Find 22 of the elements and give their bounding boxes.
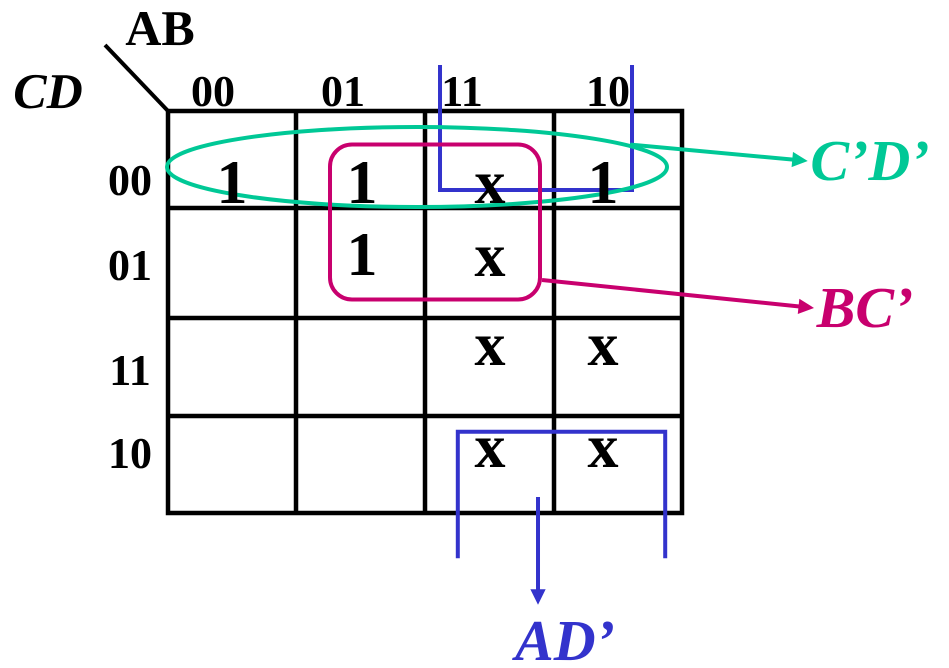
cell-value: x xyxy=(474,438,506,467)
row-header: 10 xyxy=(112,438,150,468)
column-header: 01 xyxy=(322,76,363,106)
row-header: 01 xyxy=(110,250,150,280)
cell-value: x xyxy=(474,248,506,276)
group-term: AD’ xyxy=(512,621,613,660)
group-term: BC’ xyxy=(816,288,912,328)
axis-label: AB xyxy=(126,12,194,46)
cell-value: 1 xyxy=(351,234,374,275)
axis-label: CD xyxy=(15,74,82,108)
group-ellipse xyxy=(165,125,669,209)
cell-value: x xyxy=(474,336,506,365)
group-term: C’D’ xyxy=(812,141,928,181)
group-box xyxy=(328,142,542,302)
group-bracket xyxy=(456,430,668,558)
column-header: 11 xyxy=(444,76,481,106)
cell-value: 1 xyxy=(351,162,374,203)
row-header: 11 xyxy=(112,356,149,385)
column-header: 10 xyxy=(590,76,628,106)
column-header: 00 xyxy=(192,76,234,106)
cell-value: x xyxy=(588,336,618,365)
cell-value: x xyxy=(588,438,618,467)
